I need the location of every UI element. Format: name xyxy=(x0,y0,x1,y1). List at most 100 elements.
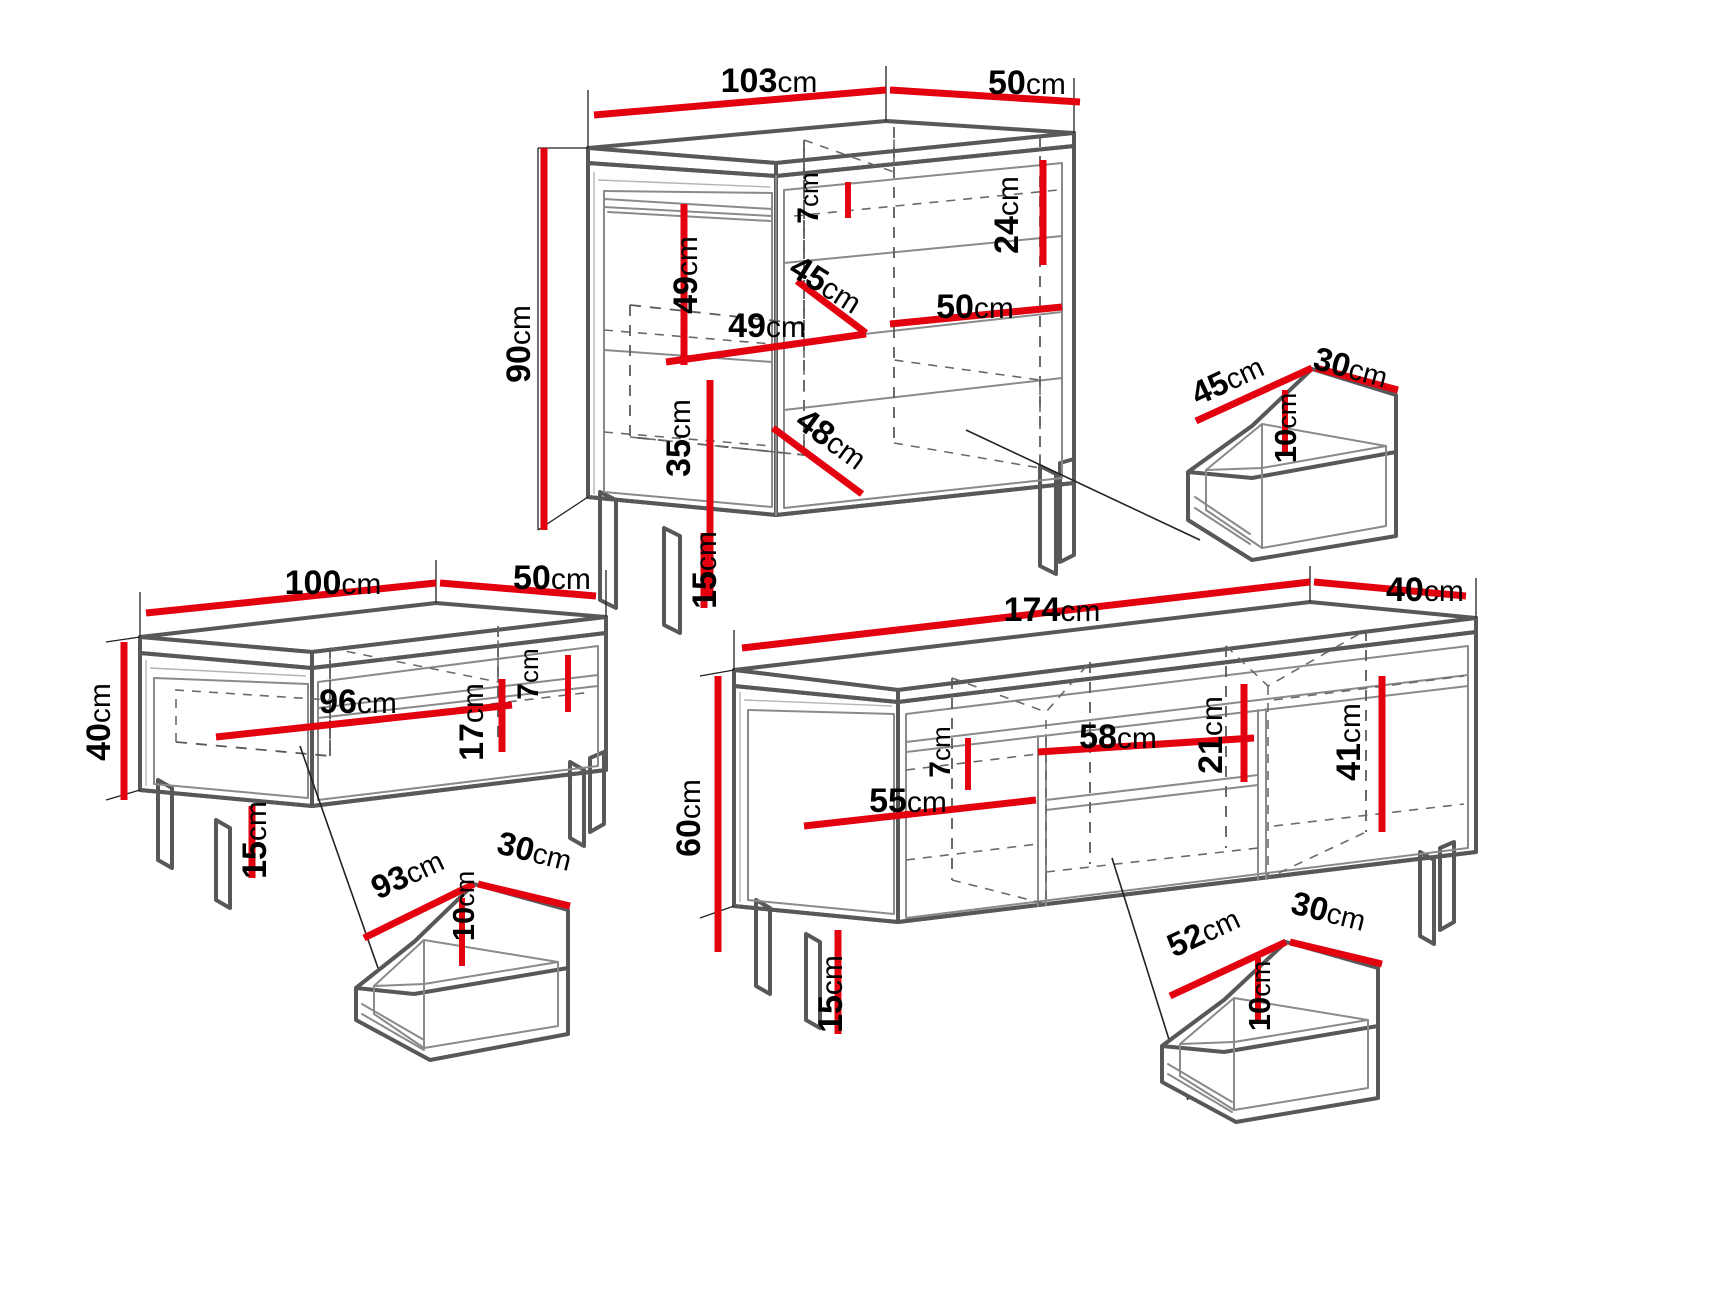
tv-shelf-line2 xyxy=(905,685,1469,753)
label-group-drawer93: 93cm 30cm 10cm xyxy=(365,824,574,941)
drawer93-width-label: 93cm xyxy=(365,841,449,906)
table-drawer-leader xyxy=(299,745,379,969)
table-leg-front-left xyxy=(214,818,232,910)
drawer93-inner-front xyxy=(423,961,559,1049)
tv-hairline xyxy=(739,692,893,902)
drawer45-height-label: 10cm xyxy=(1268,393,1303,463)
cabinet-dashed-drawer-inner xyxy=(793,189,1059,217)
tv-dash-diag1 xyxy=(951,661,1091,713)
tv-15-label: 15cm xyxy=(812,955,850,1033)
cabinet-front-inner-frame xyxy=(783,162,1063,509)
tv-41-label: 41cm xyxy=(1330,703,1368,781)
cabinet-inner-top xyxy=(603,190,773,194)
cabinet-drawer-leader xyxy=(965,429,1201,541)
cabinet-gap7-label: 7cm xyxy=(792,172,825,223)
dim-red-drawer52-52 xyxy=(1168,938,1288,1000)
table-dash-back xyxy=(175,689,331,742)
table-front-inner xyxy=(317,645,599,801)
tv-mid-shelf2 xyxy=(1045,784,1259,811)
dim-red-drawer93-30 xyxy=(477,880,571,910)
cabinet-height-label: 90cm xyxy=(500,305,538,383)
dim-red-tv-40 xyxy=(1313,578,1467,600)
table-7-label: 7cm xyxy=(512,648,545,699)
drawer52-depth-label: 30cm xyxy=(1288,884,1370,938)
tv-stand-drawing xyxy=(699,566,1478,1101)
dim-red-table-50 xyxy=(439,579,597,600)
drawer45-width-label: 45cm xyxy=(1185,347,1269,412)
drawer93-front-groove xyxy=(361,1003,425,1051)
dim-red-100 xyxy=(145,579,437,617)
tv-dash-box1 xyxy=(951,712,1047,906)
dim-red-50-depth xyxy=(889,86,1081,106)
tv-height-label: 60cm xyxy=(670,779,708,857)
tv-leg-left xyxy=(754,898,772,996)
table-15-label: 15cm xyxy=(236,801,274,879)
tv-width-label: 174cm xyxy=(1004,591,1101,629)
table-inner-left xyxy=(153,677,309,799)
dim-red-50r xyxy=(889,303,1063,328)
tv-58-label: 58cm xyxy=(1079,718,1157,756)
table-height-label: 40cm xyxy=(80,683,118,761)
drawer-45-drawing xyxy=(1186,364,1399,562)
tv-inner-top xyxy=(747,709,895,715)
dim-red-drawer45-45 xyxy=(1194,364,1314,425)
tv-leg-front-left xyxy=(804,932,822,1030)
table-96-label: 96cm xyxy=(319,683,397,721)
label-group-table: 100cm 50cm 40cm 96cm 7cm 17cm 15cm xyxy=(80,559,591,879)
dim-red-49h xyxy=(665,330,867,366)
table-dash-1 xyxy=(175,648,331,757)
tv-7-label: 7cm xyxy=(924,726,957,777)
cabinet-dashed-diag-top xyxy=(803,127,895,174)
cabinet-depth-label: 50cm xyxy=(988,64,1066,102)
cabinet-15-label: 15cm xyxy=(686,531,724,609)
drawer45-top-rim xyxy=(1186,367,1398,480)
coffee-table-drawing xyxy=(105,560,608,969)
cabinet-dashed-shelf-2 xyxy=(603,431,773,447)
tall-sideboard-drawing xyxy=(537,66,1201,635)
drawer52-height-label: 10cm xyxy=(1242,961,1277,1031)
cabinet-35-label: 35cm xyxy=(660,399,698,477)
tv-leg-right xyxy=(1418,850,1436,946)
drawer52-inner-front xyxy=(1233,1019,1369,1111)
tv-dash-shelf1 xyxy=(905,753,1039,771)
dim-red-174 xyxy=(741,578,1311,652)
cabinet-49h-label: 49cm xyxy=(728,307,806,345)
tv-leg-back-right xyxy=(1438,840,1456,932)
cabinet-dashed-shelf xyxy=(603,329,773,345)
cabinet-leg-right xyxy=(1038,464,1058,576)
drawer93-height-label: 10cm xyxy=(446,871,481,941)
table-top-ext xyxy=(139,560,607,637)
drawer45-front-groove xyxy=(1194,496,1251,545)
tv-depth-label: 40cm xyxy=(1386,571,1464,609)
table-bottom-edge xyxy=(138,768,608,808)
cabinet-top-shelf xyxy=(603,198,773,217)
dim-red-55 xyxy=(803,796,1037,830)
dim-red-drawer45-30 xyxy=(1315,364,1399,394)
dim-red-drawer52-30 xyxy=(1289,938,1383,968)
drawer52-top-rim xyxy=(1160,940,1380,1054)
dim-red-48 xyxy=(770,425,865,497)
tv-dash-shelf2 xyxy=(905,843,1039,861)
drawer-52-drawing xyxy=(1160,938,1383,1124)
table-depth-label: 50cm xyxy=(513,559,591,597)
tv-front-inner xyxy=(905,645,1469,919)
tv-bottom-edge xyxy=(732,850,1478,924)
cabinet-drawer-line-1 xyxy=(783,235,1063,264)
table-17-label: 17cm xyxy=(453,683,491,761)
drawer-93-drawing xyxy=(354,880,571,1062)
tv-dash-shelf3 xyxy=(1045,847,1259,873)
tv-55-label: 55cm xyxy=(869,782,947,820)
cabinet-48-label: 48cm xyxy=(789,401,874,477)
cabinet-dashed-right-lower xyxy=(893,359,1041,469)
cabinet-49v-label: 49cm xyxy=(667,236,705,314)
table-shelf-line2 xyxy=(317,685,599,719)
tv-dash-box2 xyxy=(1267,686,1367,880)
cabinet-drawer-line-3 xyxy=(783,377,1063,411)
table-hairline xyxy=(145,660,307,786)
dim-red-58 xyxy=(1037,734,1255,756)
tv-mid-shelf xyxy=(1045,774,1259,801)
cabinet-24-label: 24cm xyxy=(988,176,1026,254)
drawer52-front-groove xyxy=(1167,1063,1233,1113)
